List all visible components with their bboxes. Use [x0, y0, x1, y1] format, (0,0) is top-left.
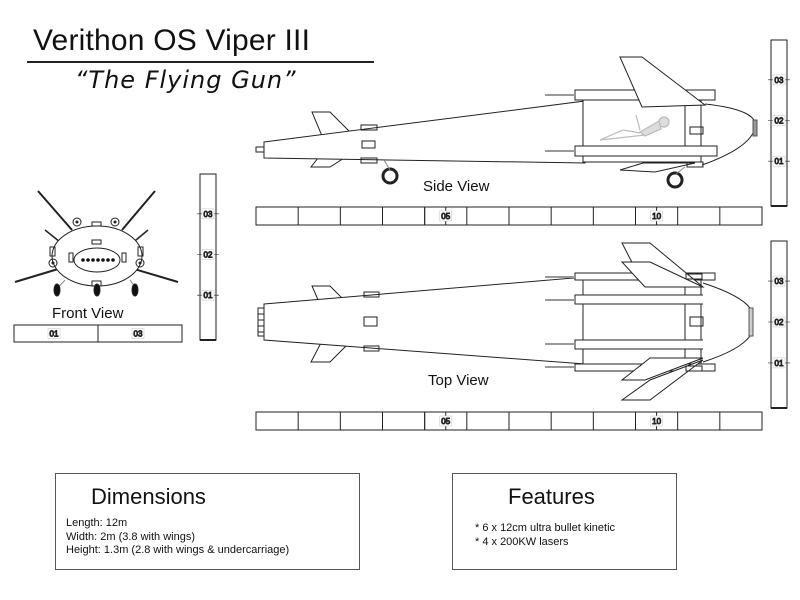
ruler-label: 05 [441, 212, 450, 221]
ruler-label: 02 [204, 251, 213, 260]
top-inner-rail-lower [574, 339, 716, 350]
side-fuselage [263, 100, 586, 164]
top-wing-lower-2 [620, 359, 704, 401]
side-wing-bottom [619, 162, 696, 173]
ruler-label: 01 [775, 157, 784, 166]
side-vent [686, 161, 704, 168]
feature-item: * 6 x 12cm ultra bullet kinetic [475, 522, 616, 534]
top-fuselage [263, 276, 586, 365]
top-vent [363, 345, 380, 352]
ruler-label-bg [47, 328, 61, 339]
ruler-label-bg [772, 155, 786, 167]
scale-rulers: 05 10 05 10 01 03 03 02 01 03 02 01 03 02 01 [13, 39, 790, 431]
top-view-label: Top View [428, 372, 489, 389]
ruler-label: 01 [775, 359, 784, 368]
page-subtitle: “The Flying Gun” [75, 66, 297, 94]
side-lower-rail [574, 145, 718, 157]
dimensions-panel: Dimensions Length: 12m Width: 2m (3.8 wi… [55, 473, 360, 570]
top-cockpit [582, 279, 702, 365]
top-view-ship [257, 242, 754, 401]
feature-item: * 4 x 200KW lasers [475, 535, 569, 548]
ruler-label: 01 [204, 291, 213, 300]
ruler-label-bg [439, 415, 453, 427]
top-tail-exhaust [257, 307, 265, 337]
ruler-label: 02 [775, 117, 784, 126]
ruler-label: 02 [775, 318, 784, 327]
features-list: * 6 x 12cm ultra bullet kinetic * 4 x 20… [475, 522, 615, 549]
title-underline [27, 61, 374, 63]
side-rear-wheel [381, 167, 399, 185]
side-view-label: Side View [423, 178, 490, 195]
side-vent [360, 124, 378, 131]
features-title: Features [508, 484, 595, 509]
front-wheel-right [131, 283, 139, 297]
top-hatch [363, 316, 378, 327]
dimensions-list: Length: 12m Width: 2m (3.8 with wings) H… [66, 517, 289, 558]
top-wing-upper-2 [620, 261, 704, 288]
top-inner-rail-upper [574, 294, 716, 305]
top-nose-sensor [748, 307, 754, 337]
side-vent [360, 157, 378, 164]
ruler-label-bg [772, 275, 786, 287]
side-nose-sensor [752, 119, 758, 137]
ruler-label: 10 [652, 212, 661, 221]
side-front-wheel [666, 171, 684, 189]
side-wing-top [619, 56, 707, 108]
ruler-label-bg [650, 210, 663, 222]
ruler-label: 03 [204, 210, 213, 219]
ruler-label-bg [772, 74, 786, 86]
side-hatch [361, 140, 376, 149]
dimension-width: Width: 2m (3.8 with wings) [66, 530, 195, 543]
ruler-label: 05 [441, 417, 450, 426]
front-gun-barrels [81, 258, 115, 262]
front-wheel-center [93, 283, 101, 297]
ruler-label-bg [439, 210, 453, 222]
dimensions-title: Dimensions [91, 484, 206, 509]
top-nose [702, 282, 751, 363]
top-wing-lower-1 [620, 357, 704, 381]
ruler-label-bg [131, 328, 145, 339]
dimension-height: Height: 1.3m (2.8 with wings & undercarr… [66, 544, 290, 556]
ruler-label-bg [201, 249, 215, 260]
ruler-label: 01 [50, 330, 59, 339]
ruler-label: 03 [134, 330, 143, 339]
side-hatch [689, 126, 704, 135]
side-view-ship [255, 56, 758, 189]
ruler-label: 03 [775, 277, 784, 286]
ruler-label-bg [772, 316, 786, 328]
features-panel: Features * 6 x 12cm ultra bullet kinetic… [452, 473, 677, 570]
ruler-label-bg [772, 357, 786, 369]
top-hatch [689, 316, 704, 327]
ruler-label: 03 [775, 76, 784, 85]
ruler-label-bg [650, 415, 663, 427]
page-title: Verithon OS Viper III [33, 24, 311, 57]
top-vent [363, 291, 380, 298]
front-wheel-left [53, 283, 61, 297]
top-vent [685, 365, 703, 372]
front-view-ship [14, 190, 179, 297]
ruler-label: 10 [652, 417, 661, 426]
side-tail-nozzle [255, 146, 265, 153]
front-view-label: Front View [52, 305, 124, 322]
top-vent [685, 273, 703, 280]
dimension-length: Length: 12m [66, 517, 128, 529]
ruler-label-bg [201, 208, 215, 220]
ruler-label-bg [201, 289, 215, 301]
ruler-label-bg [772, 115, 786, 126]
pilot-figure [599, 114, 670, 141]
